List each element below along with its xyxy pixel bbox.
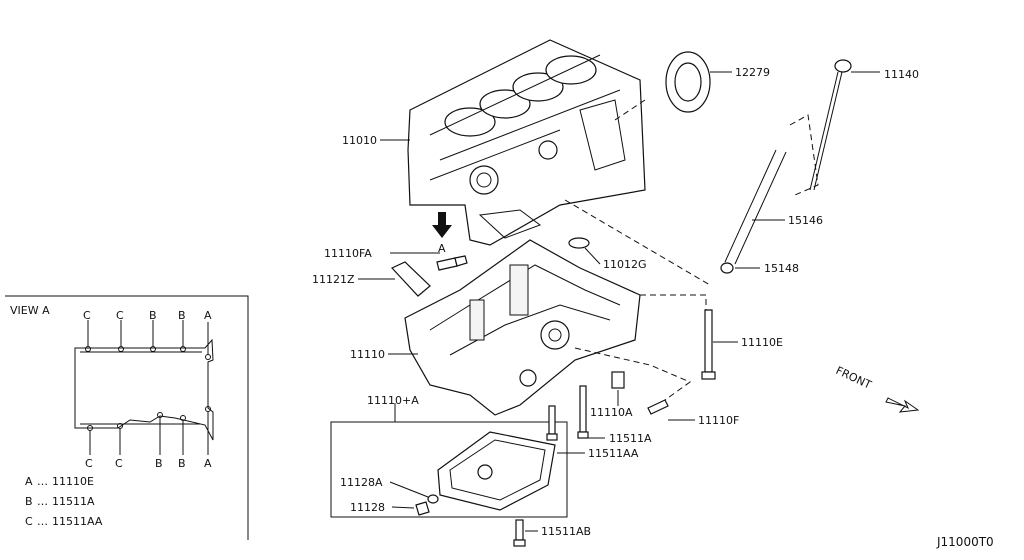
label-11110f: 11110F: [698, 414, 739, 427]
svg-text:…: …: [37, 475, 48, 488]
view-top-marker: C: [83, 309, 91, 322]
view-top-marker: A: [204, 309, 212, 322]
label-11511ab: 11511AB: [541, 525, 591, 538]
view-bottom-marker: B: [178, 457, 186, 470]
legend-key: B: [25, 495, 33, 508]
leader-lines: [358, 71, 880, 532]
legend-part: 11511A: [52, 495, 95, 508]
label-12279: 12279: [735, 66, 770, 79]
legend-part: 11511AA: [52, 515, 103, 528]
svg-text:…: …: [37, 495, 48, 508]
label-11012g: 11012G: [603, 258, 647, 271]
view-top-marker: C: [116, 309, 124, 322]
bolt-11110f: [647, 399, 669, 415]
view-a-title: VIEW A: [10, 304, 50, 317]
oil-pan-upper: [404, 239, 641, 416]
label-11110-a-set: 11110+A: [367, 394, 419, 407]
label-11110fa: 11110FA: [324, 247, 372, 260]
bolt-11110e: [701, 309, 716, 380]
legend-part: 11110E: [52, 475, 94, 488]
bolt-11511ab: [513, 519, 526, 547]
label-11128a: 11128A: [340, 476, 383, 489]
drain-washer: [427, 494, 439, 504]
guide-o-ring: [720, 262, 734, 274]
arrow-label: A: [438, 242, 446, 255]
drain-plug: [415, 501, 430, 516]
front-label: FRONT: [834, 364, 874, 392]
bolt-11110fa: [436, 255, 468, 271]
rear-oil-seal: [665, 51, 711, 113]
view-top-marker: B: [149, 309, 157, 322]
oil-pan-lower: [330, 421, 568, 518]
label-15148: 15148: [764, 262, 799, 275]
label-11110: 11110: [350, 348, 385, 361]
label-11511a: 11511A: [609, 432, 652, 445]
view-a-panel: VIEW A C C B B A C C B B A A … 11110E B …: [5, 295, 249, 540]
view-bottom-marker: C: [85, 457, 93, 470]
view-bottom-marker: C: [115, 457, 123, 470]
view-a-arrow: A: [432, 212, 452, 255]
label-11110e: 11110E: [741, 336, 783, 349]
legend-key: C: [25, 515, 33, 528]
view-bottom-marker: B: [155, 457, 163, 470]
oil-level-gauge: [809, 59, 852, 191]
label-11128: 11128: [350, 501, 385, 514]
label-11511aa: 11511AA: [588, 447, 639, 460]
stud-11110a: [611, 371, 625, 389]
baffle-plate: [568, 237, 590, 249]
label-15146: 15146: [788, 214, 823, 227]
label-11110a: 11110A: [590, 406, 633, 419]
cylinder-block: [407, 39, 646, 246]
label-11140: 11140: [884, 68, 919, 81]
view-top-marker: B: [178, 309, 186, 322]
label-11121z: 11121Z: [312, 273, 355, 286]
oil-strainer: [390, 261, 431, 297]
bolt-11511aa: [546, 405, 558, 441]
gauge-guide: [724, 114, 819, 265]
legend-key: A: [25, 475, 33, 488]
front-indicator: FRONT: [834, 364, 920, 413]
diagram-code: J11000T0: [936, 535, 994, 549]
bolt-11511a: [577, 385, 589, 439]
view-bottom-marker: A: [204, 457, 212, 470]
svg-text:…: …: [37, 515, 48, 528]
label-11010: 11010: [342, 134, 377, 147]
